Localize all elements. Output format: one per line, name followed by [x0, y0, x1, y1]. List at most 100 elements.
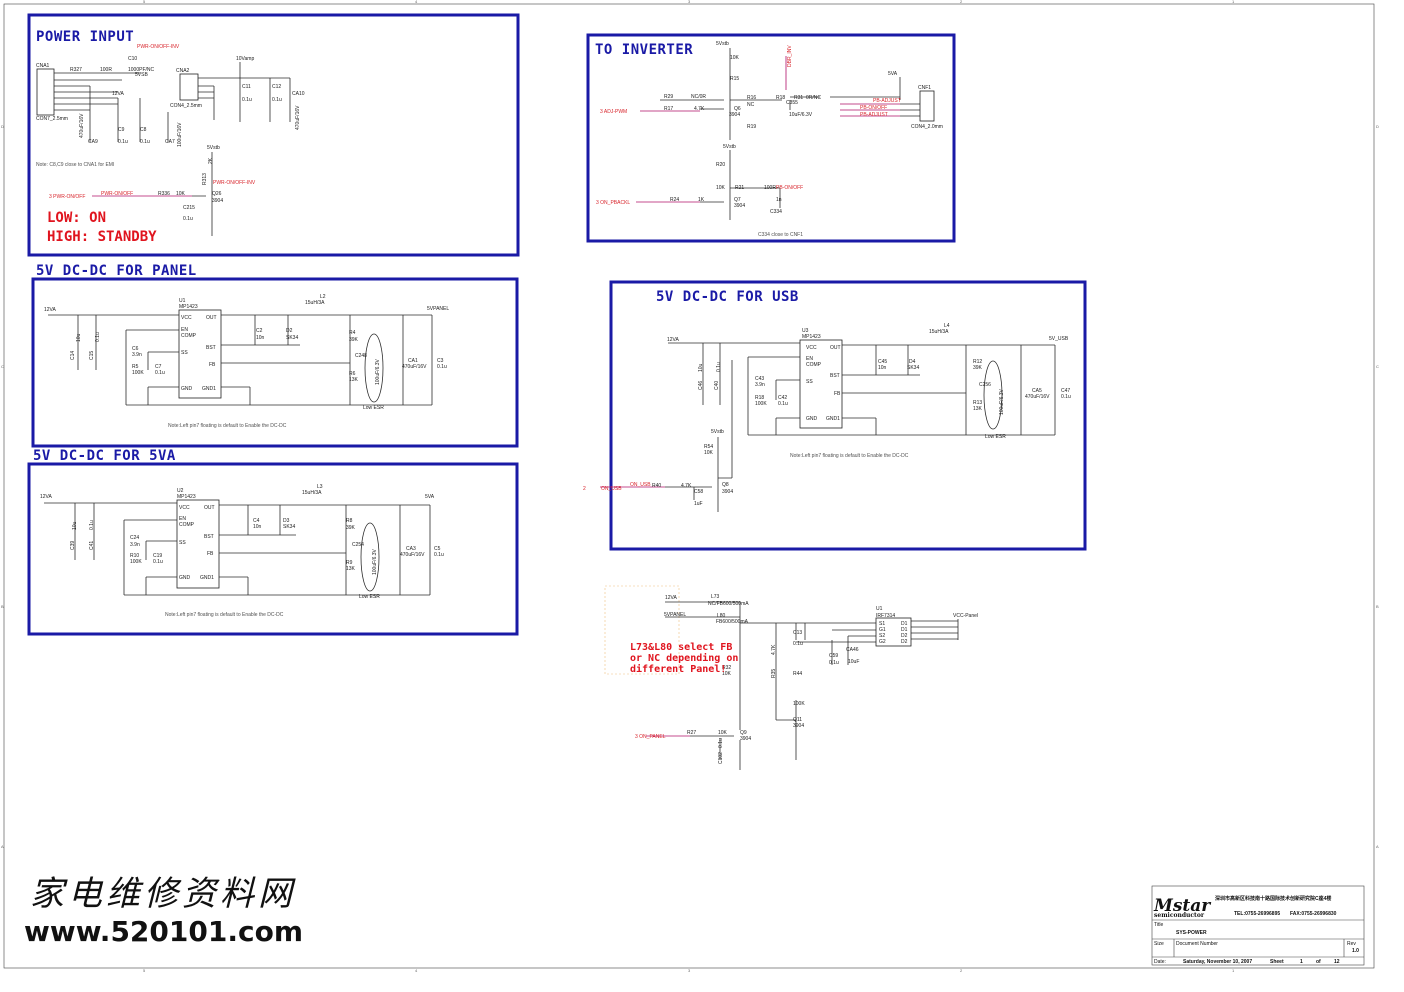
- ref-label: C43: [755, 376, 764, 382]
- ref-label: CNA1: [36, 63, 50, 69]
- ref-label: R18: [776, 95, 785, 101]
- value-label: 100uF/16V: [177, 122, 183, 147]
- value-label: 100uF/6.3V: [999, 388, 1005, 415]
- value-label: 470uF/16V: [79, 113, 85, 138]
- ref-label: C46: [698, 381, 704, 390]
- pin-label: SS: [179, 540, 186, 546]
- pin-label: VCC: [181, 315, 192, 321]
- net-label: 5Vstb: [207, 145, 220, 151]
- ref-label: R29: [664, 94, 673, 100]
- ref-label: R10: [130, 553, 139, 559]
- ref-label: CON7_2.5mm: [36, 116, 68, 122]
- value-label: 100K: [132, 370, 144, 376]
- watermark: 家电维修资料网 www.520101.com: [24, 874, 303, 948]
- port-label: 3 ON_PANEL: [635, 734, 666, 740]
- col-label: 1: [1232, 968, 1235, 973]
- ref-label: C15: [89, 351, 95, 360]
- ref-label: R15: [730, 76, 739, 82]
- value-label: 3904: [740, 736, 751, 742]
- ref-label: CA9: [88, 139, 98, 145]
- part-label: MP1423: [177, 494, 196, 500]
- pin-label: VCC: [806, 345, 817, 351]
- net-label: 5VSB: [135, 72, 148, 78]
- pin-label: OUT: [204, 505, 215, 511]
- ref-label: C19: [153, 553, 162, 559]
- col-label: 3: [688, 0, 691, 4]
- border-grid-labels: 5 4 3 2 1 D C B A D C B A 5 4 3 2 1: [1, 0, 1379, 973]
- pin-label: BST: [830, 373, 840, 379]
- ref-label: C41: [89, 541, 95, 550]
- port-label: 3 ON_PBACKL: [596, 200, 630, 206]
- value-label: 0.1u: [272, 97, 282, 103]
- ref-label: CA10: [292, 91, 305, 97]
- value-label: 0.1u: [155, 370, 165, 376]
- port-label: 3 PWR-ON/OFF: [49, 194, 85, 200]
- value-label: 470uF/16V: [1025, 394, 1050, 400]
- value-label: NC/0R: [691, 94, 706, 100]
- value-label: 470uF/16V: [402, 364, 427, 370]
- value-label: 4.7K: [694, 106, 705, 112]
- pin-label: GND: [806, 416, 818, 422]
- ref-label: CON4_2.5mm: [170, 103, 202, 109]
- value-label: 0R/NC: [806, 95, 821, 101]
- company-fax: FAX:0755-26996830: [1290, 911, 1337, 917]
- sheet-label: Sheet: [1270, 959, 1284, 965]
- pin-label: D1: [901, 621, 908, 627]
- wire-bundle: [54, 72, 140, 111]
- value-label: 10n: [253, 524, 262, 530]
- block-dcdc-5va: 5V DC-DC FOR 5VA U2 MP1423 VCC EN COMP S…: [27, 448, 519, 636]
- value-label: 2K: [208, 157, 214, 164]
- value-label: 0.1u: [718, 738, 724, 748]
- size-label: Size: [1154, 941, 1164, 947]
- title-block-border: [1151, 885, 1365, 966]
- ref-label: U1: [876, 606, 883, 612]
- panel-select-note: L73&L80 select FB: [630, 642, 732, 653]
- ref-label: CA7: [165, 139, 175, 145]
- pin-label: GND1: [202, 386, 216, 392]
- ref-label: U2: [177, 488, 184, 494]
- ref-label: C59: [829, 653, 838, 659]
- value-label: 0.1u: [118, 139, 128, 145]
- ref-label: Q11: [793, 717, 802, 723]
- ref-label: Q26: [212, 191, 222, 197]
- ref-label: C58: [694, 489, 703, 495]
- watermark-chinese: 家电维修资料网: [30, 874, 296, 914]
- ref-label: C5: [434, 546, 441, 552]
- value-label: 100R: [764, 185, 776, 191]
- wire: [665, 478, 719, 512]
- net-label: 5V_USB: [1049, 336, 1069, 342]
- value-label: 100K: [755, 401, 767, 407]
- ref-label: R31: [794, 95, 803, 101]
- net-label: PWR-ON/OFF: [101, 191, 133, 197]
- ref-label: C215: [183, 205, 195, 211]
- ref-label: CA1: [408, 358, 418, 364]
- value-label: 0.1u: [1061, 394, 1071, 400]
- note-text: Note:Left pin7 floating is default to En…: [165, 612, 284, 618]
- block-vcc-panel-switch: 12VA L73 NC/FB600/500mA 5VPANEL L80 FB60…: [604, 585, 978, 770]
- value-label: 0.1u: [716, 362, 722, 372]
- block-border: [609, 280, 1087, 551]
- net-label: 5Vstb: [711, 429, 724, 435]
- ref-label: D2: [286, 328, 293, 334]
- row-label: A: [1, 844, 4, 849]
- net-label: 12VA: [665, 595, 678, 601]
- value-label: 10uF/6.3V: [789, 112, 813, 118]
- ref-label: R13: [973, 400, 982, 406]
- value-label: 15uH/3A: [302, 490, 322, 496]
- of-label: of: [1316, 959, 1321, 965]
- pin-label: COMP: [181, 333, 197, 339]
- value-label: 0.1u: [829, 660, 839, 666]
- value-label: 1n: [776, 197, 782, 203]
- value-label: NC: [747, 102, 755, 108]
- port-label: 2: [583, 486, 586, 492]
- note-label: Low ESR: [363, 405, 384, 411]
- ref-label: C8: [140, 127, 147, 133]
- ref-label: CA46: [846, 647, 859, 653]
- ref-label: C2: [256, 328, 263, 334]
- ref-label: C256: [979, 382, 991, 388]
- cap-highlight: [983, 360, 1003, 430]
- net-label: 12VA: [112, 91, 125, 97]
- drawing-frame: [3, 3, 1375, 969]
- ref-label: R17: [664, 106, 673, 112]
- value-label: 10K: [730, 55, 740, 61]
